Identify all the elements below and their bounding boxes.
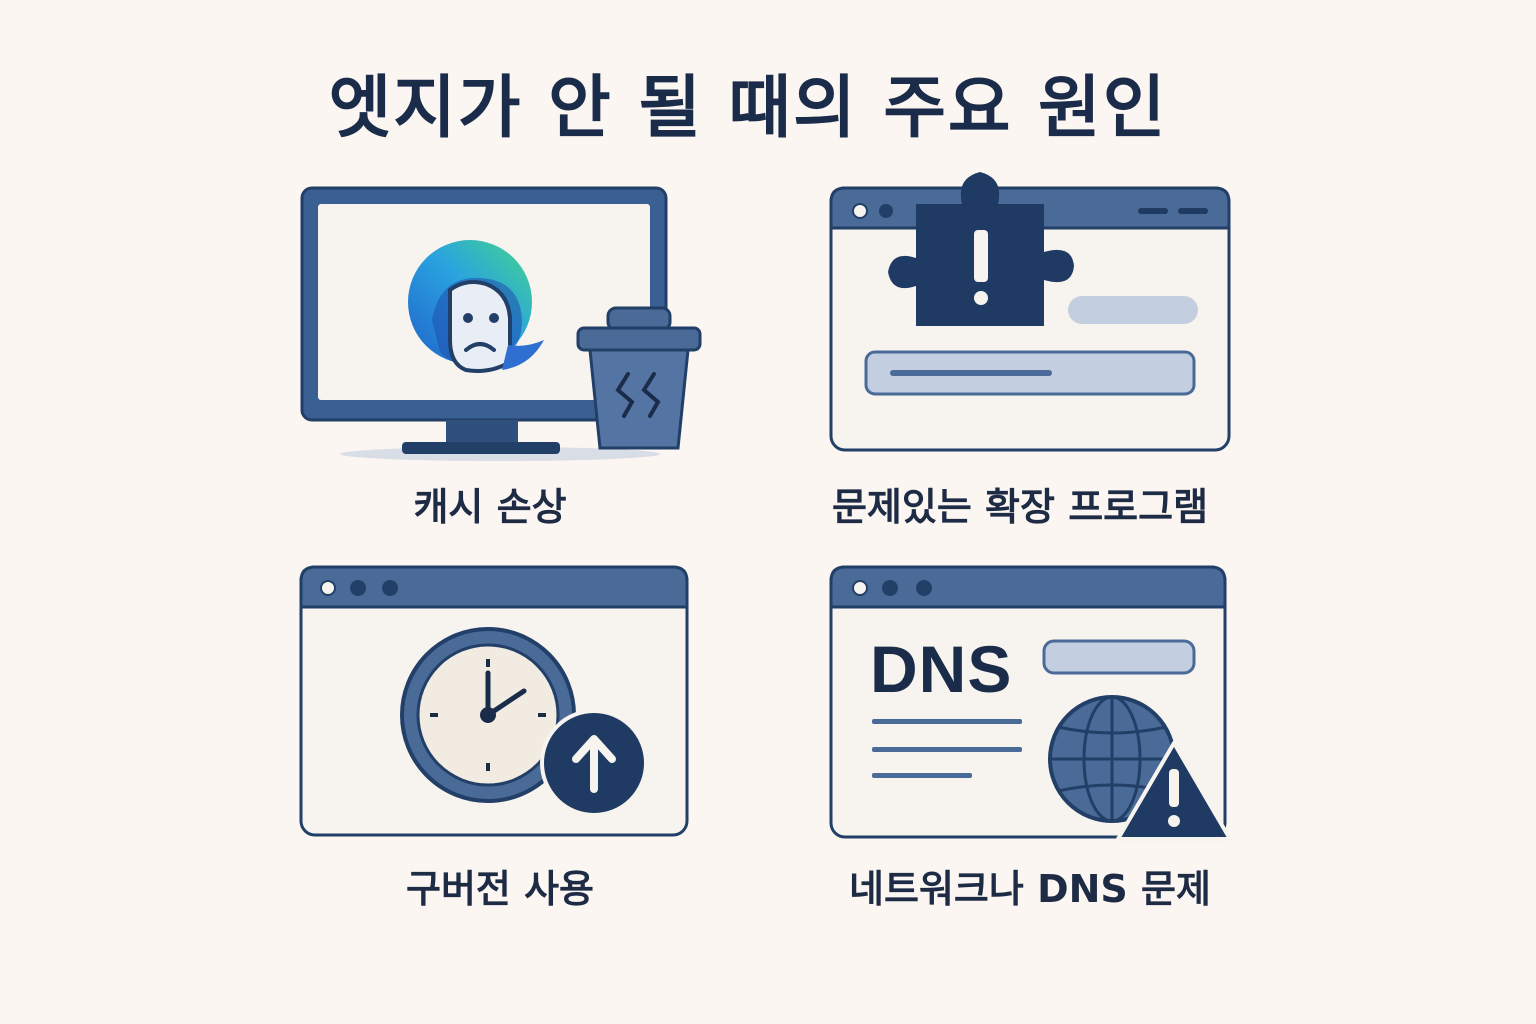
network-dns-warning-icon [829, 565, 1232, 841]
network-dns-panel: DNS [828, 563, 1236, 848]
page-title: 엣지가 안 될 때의 주요 원인 [328, 69, 1168, 148]
extension-warning-icon [829, 172, 1231, 452]
cause-label-outdated: 구버전 사용 [405, 867, 595, 911]
cause-label-extension: 문제있는 확장 프로그램 [831, 485, 1209, 529]
cause-label-cache: 캐시 손상 [413, 485, 567, 529]
dns-badge-text: DNS [870, 632, 1013, 706]
outdated-version-icon [299, 565, 689, 837]
cache-corrupted-icon [300, 186, 702, 461]
cause-label-network: 네트워크나 DNS 문제 [849, 867, 1211, 911]
